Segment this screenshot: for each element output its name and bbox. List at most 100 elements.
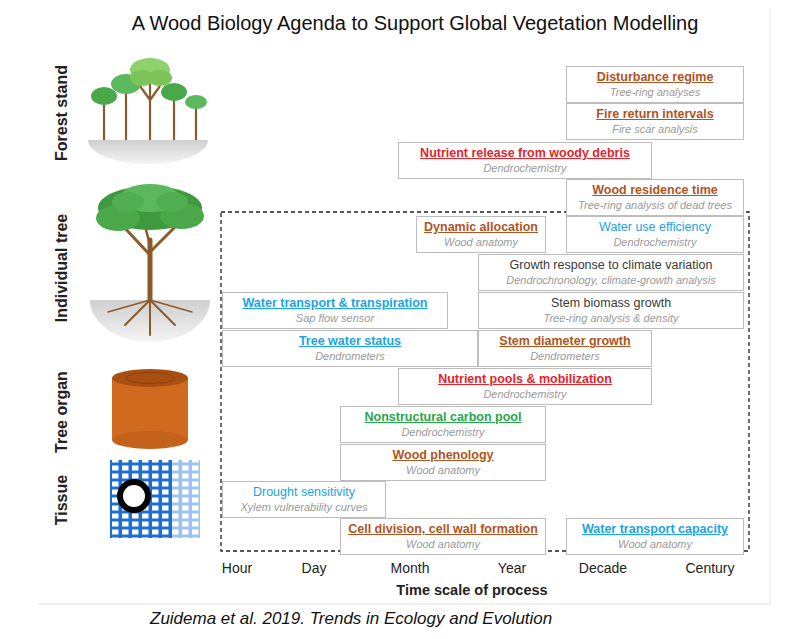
process-name: Stem diameter growth bbox=[499, 334, 630, 350]
process-box: Dynamic allocationWood anatomy bbox=[416, 216, 546, 253]
drawing-part bbox=[161, 83, 187, 101]
focus-region bbox=[221, 212, 749, 551]
process-box: Nutrient release from woody debrisDendro… bbox=[398, 142, 652, 179]
individual-tree-icon bbox=[90, 184, 210, 342]
method-name: Wood anatomy bbox=[406, 538, 480, 551]
tree-organ-icon bbox=[112, 369, 188, 449]
drawing-part bbox=[185, 95, 207, 109]
process-box: Fire return intervalsFire scar analysis bbox=[566, 103, 744, 140]
drawing-part bbox=[103, 100, 105, 140]
process-box: Stem biomass growthTree-ring analysis & … bbox=[478, 292, 744, 329]
drawing-part bbox=[156, 192, 188, 212]
process-box: Disturbance regimeTree-ring analyses bbox=[566, 66, 744, 103]
drawing-part bbox=[110, 460, 172, 538]
process-name: Wood phenology bbox=[392, 448, 493, 464]
method-name: Wood anatomy bbox=[444, 236, 518, 249]
axis-tick-label: Year bbox=[498, 560, 526, 576]
process-name: Nonstructural carbon pool bbox=[365, 410, 522, 426]
process-box: Drought sensitivityXylem vulnerability c… bbox=[222, 481, 386, 518]
process-name: Water transport & transpiration bbox=[243, 296, 428, 312]
process-box: Cell division, cell wall formationWood a… bbox=[340, 518, 546, 555]
method-name: Dendrometers bbox=[530, 350, 600, 363]
axis-tick-label: Century bbox=[685, 560, 734, 576]
method-name: Fire scar analysis bbox=[612, 123, 698, 136]
scale-level-label: Tree organ bbox=[53, 371, 71, 453]
process-name: Water transport capacity bbox=[582, 522, 728, 538]
tissue-icon bbox=[110, 460, 200, 538]
process-box: Tree water statusDendrometers bbox=[222, 330, 478, 367]
process-name: Growth response to climate variation bbox=[510, 258, 713, 274]
method-name: Xylem vulnerability curves bbox=[240, 501, 367, 514]
method-name: Dendrochemistry bbox=[401, 426, 484, 439]
axis-tick-label: Day bbox=[302, 560, 327, 576]
drawing-part bbox=[126, 373, 174, 384]
drawing-part bbox=[770, 8, 771, 604]
drawing-part bbox=[150, 86, 160, 100]
axis-tick-label: Month bbox=[391, 560, 430, 576]
process-name: Water use efficiency bbox=[599, 220, 711, 236]
drawing-part bbox=[173, 96, 175, 140]
drawing-part bbox=[120, 482, 148, 510]
process-name: Fire return intervals bbox=[596, 107, 713, 123]
figure-frame bbox=[38, 8, 770, 604]
method-name: Tree-ring analysis of dead trees bbox=[578, 199, 732, 212]
process-box: Water use efficiencyDendrochemistry bbox=[566, 216, 744, 253]
drawing-part bbox=[91, 87, 117, 105]
method-name: Wood anatomy bbox=[406, 464, 480, 477]
process-box: Water transport & transpirationSap flow … bbox=[222, 292, 448, 329]
drawing-part bbox=[88, 140, 208, 164]
process-box: Nonstructural carbon poolDendrochemistry bbox=[340, 406, 546, 443]
scale-level-label: Forest stand bbox=[53, 65, 71, 161]
process-box: Wood phenologyWood anatomy bbox=[340, 444, 546, 481]
process-name: Wood residence time bbox=[592, 183, 718, 199]
process-name: Disturbance regime bbox=[597, 70, 714, 86]
drawing-part bbox=[91, 58, 207, 109]
method-name: Dendrometers bbox=[315, 350, 385, 363]
process-name: Stem biomass growth bbox=[551, 296, 671, 312]
process-name: Drought sensitivity bbox=[253, 485, 355, 501]
process-name: Tree water status bbox=[299, 334, 401, 350]
process-box: Nutrient pools & mobilizationDendrochemi… bbox=[398, 368, 652, 405]
process-name: Dynamic allocation bbox=[424, 220, 538, 236]
method-name: Sap flow sensor bbox=[296, 312, 374, 325]
drawing-part bbox=[108, 215, 192, 335]
method-name: Dendrochemistry bbox=[613, 236, 696, 249]
process-name: Nutrient pools & mobilization bbox=[438, 372, 612, 388]
drawing-part bbox=[90, 300, 210, 342]
figure-caption: Zuidema et al. 2019. Trends in Ecology a… bbox=[150, 609, 552, 629]
method-name: Dendrochronology, climate-growth analysi… bbox=[506, 274, 716, 287]
drawing-part bbox=[112, 192, 144, 212]
drawing-part bbox=[112, 378, 188, 440]
method-name: Dendrochemistry bbox=[483, 162, 566, 175]
process-name: Cell division, cell wall formation bbox=[348, 522, 538, 538]
figure-title: A Wood Biology Agenda to Support Global … bbox=[30, 12, 792, 35]
process-box: Stem diameter growthDendrometers bbox=[478, 330, 652, 367]
drawing-part bbox=[140, 86, 150, 100]
process-box: Wood residence timeTree-ring analysis of… bbox=[566, 179, 744, 216]
scale-level-label: Tissue bbox=[53, 475, 71, 525]
process-box: Growth response to climate variationDend… bbox=[478, 254, 744, 291]
drawing-part bbox=[125, 90, 127, 140]
drawing-part bbox=[112, 369, 188, 387]
drawing-part bbox=[112, 431, 188, 449]
forest-stand-icon bbox=[88, 58, 208, 164]
method-name: Wood anatomy bbox=[618, 538, 692, 551]
method-name: Tree-ring analysis & density bbox=[544, 312, 679, 325]
method-name: Dendrochemistry bbox=[483, 388, 566, 401]
axis-tick-label: Decade bbox=[579, 560, 627, 576]
drawing-part bbox=[149, 78, 151, 140]
drawing-part bbox=[38, 604, 770, 605]
drawing-part bbox=[108, 300, 150, 312]
scale-level-label: Individual tree bbox=[53, 214, 71, 322]
drawing-part bbox=[150, 300, 192, 312]
drawing-part bbox=[149, 300, 151, 335]
drawing-part bbox=[148, 70, 172, 86]
axis-title: Time scale of process bbox=[396, 582, 547, 598]
process-name: Nutrient release from woody debris bbox=[420, 146, 630, 162]
method-name: Tree-ring analyses bbox=[610, 86, 700, 99]
drawing-part bbox=[96, 184, 204, 231]
axis-tick-label: Hour bbox=[222, 560, 252, 576]
drawing-part bbox=[195, 106, 197, 140]
drawing-part bbox=[172, 460, 200, 538]
process-box: Water transport capacityWood anatomy bbox=[566, 518, 744, 555]
